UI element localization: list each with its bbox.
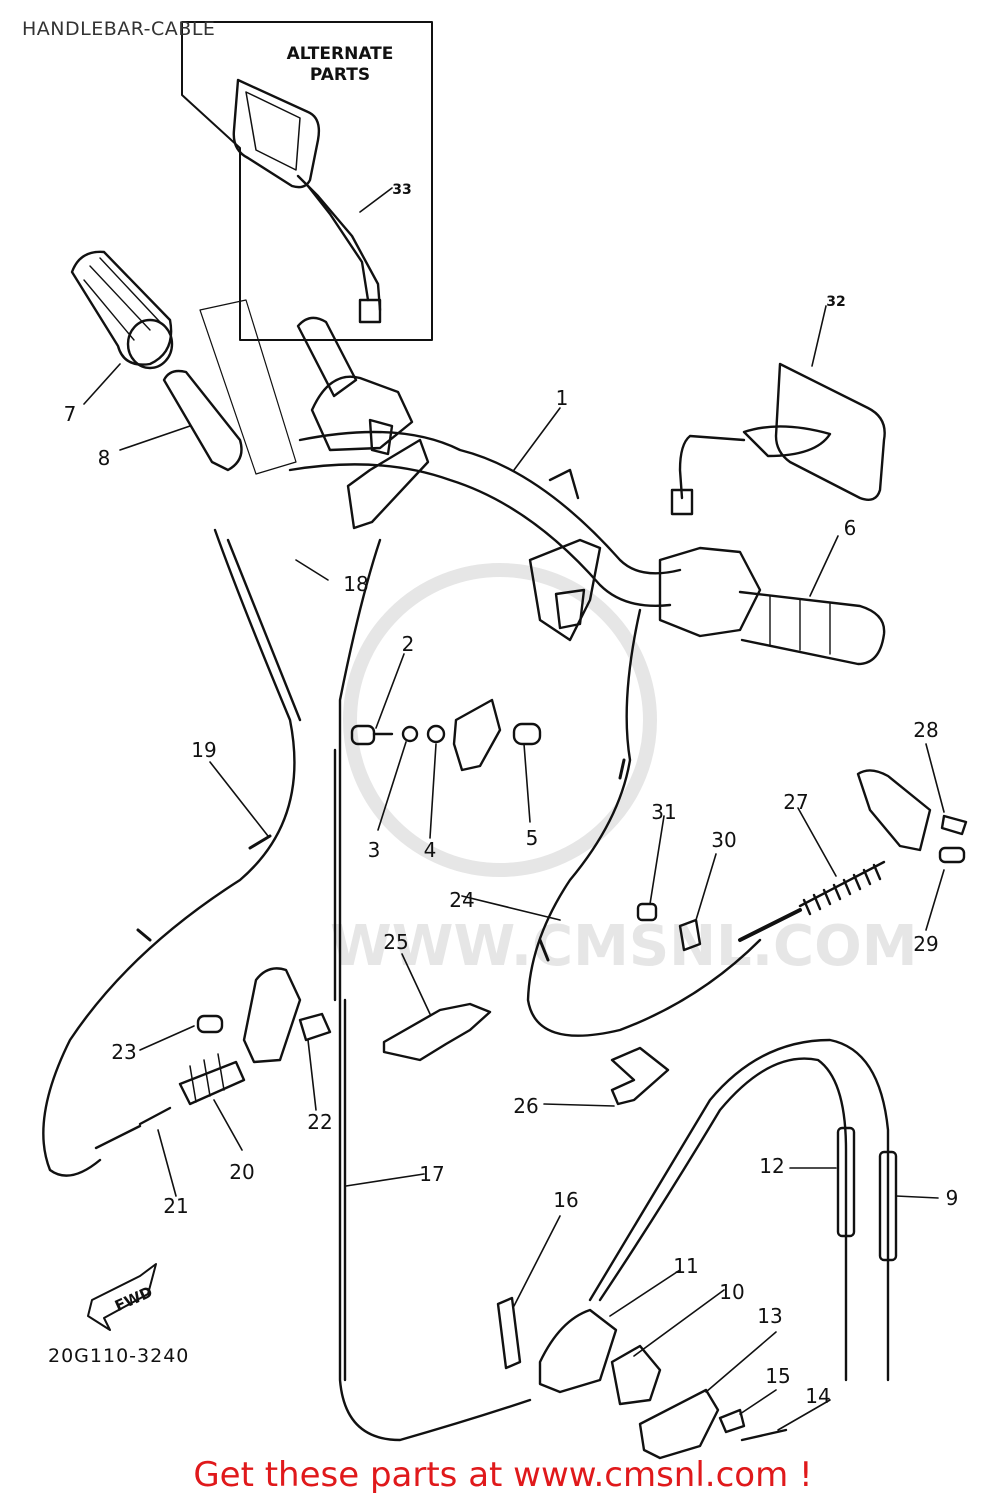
alternate-parts-box	[181, 21, 433, 341]
part-number-31: 31	[651, 800, 677, 824]
part-number-24: 24	[449, 888, 475, 912]
part-number-20: 20	[229, 1160, 255, 1184]
right-lever-bracket	[528, 538, 602, 642]
alternate-parts-label: ALTERNATE PARTS	[270, 44, 410, 86]
part-number-19: 19	[191, 738, 217, 762]
part-number-26: 26	[513, 1094, 539, 1118]
part-number-21: 21	[163, 1194, 189, 1218]
part-number-6: 6	[843, 516, 857, 540]
part-number-23: 23	[111, 1040, 137, 1064]
right-grip	[658, 546, 886, 666]
handlebar	[288, 430, 682, 607]
cable-17	[338, 538, 532, 1442]
part-number-1: 1	[555, 386, 569, 410]
part-number-25: 25	[383, 930, 409, 954]
leader-lines	[83, 187, 945, 1431]
watermark-text: WWW.CMSNL.COM	[330, 914, 917, 979]
part-number-17: 17	[419, 1162, 445, 1186]
part-30	[678, 918, 702, 952]
throttle-housing-parts	[496, 1296, 788, 1460]
part-number-13: 13	[757, 1304, 783, 1328]
diagram-code: 20G110-3240	[48, 1345, 190, 1367]
part-number-29: 29	[913, 932, 939, 956]
alternate-mirror	[232, 78, 382, 324]
cable-9	[588, 1038, 890, 1382]
left-lever-parts	[94, 967, 332, 1150]
cable-24	[526, 608, 762, 1037]
part-number-5: 5	[525, 826, 539, 850]
footer-cta-link[interactable]: Get these parts at www.cmsnl.com !	[193, 1455, 813, 1495]
cable-12	[598, 1057, 848, 1382]
part-number-30: 30	[711, 828, 737, 852]
part-number-22: 22	[307, 1110, 333, 1134]
part-number-27: 27	[783, 790, 809, 814]
part-number-33: 33	[392, 182, 412, 198]
part-number-18: 18	[343, 572, 369, 596]
part-number-14: 14	[805, 1384, 831, 1408]
lever-arm-28	[856, 769, 968, 864]
part-number-3: 3	[367, 838, 381, 862]
part-number-11: 11	[673, 1254, 699, 1278]
part-number-15: 15	[765, 1364, 791, 1388]
right-mirror	[670, 362, 886, 516]
left-switch-housing	[310, 375, 430, 530]
part-number-10: 10	[719, 1280, 745, 1304]
part-number-7: 7	[63, 402, 77, 426]
cable-spring-27	[738, 860, 886, 942]
bracket-26	[610, 1046, 670, 1106]
cable-19	[42, 528, 296, 1177]
diagram-title: HANDLEBAR-CABLE	[22, 18, 216, 40]
part-number-2: 2	[401, 632, 415, 656]
part-number-32: 32	[826, 294, 846, 310]
left-grip	[70, 250, 174, 370]
part-number-28: 28	[913, 718, 939, 742]
part-number-16: 16	[553, 1188, 579, 1212]
watermark-logo: WWW.CMSNL.COM	[330, 563, 917, 979]
clamp-parts	[350, 698, 542, 772]
fwd-arrow	[87, 1263, 157, 1331]
alternate-parts-text: ALTERNATE PARTS	[286, 44, 394, 85]
throttle-tube	[162, 299, 358, 475]
part-number-4: 4	[423, 838, 437, 862]
bracket-25	[382, 1002, 492, 1062]
part-number-12: 12	[759, 1154, 785, 1178]
part-number-8: 8	[97, 446, 111, 470]
part-31	[636, 902, 658, 922]
part-number-9: 9	[945, 1186, 959, 1210]
